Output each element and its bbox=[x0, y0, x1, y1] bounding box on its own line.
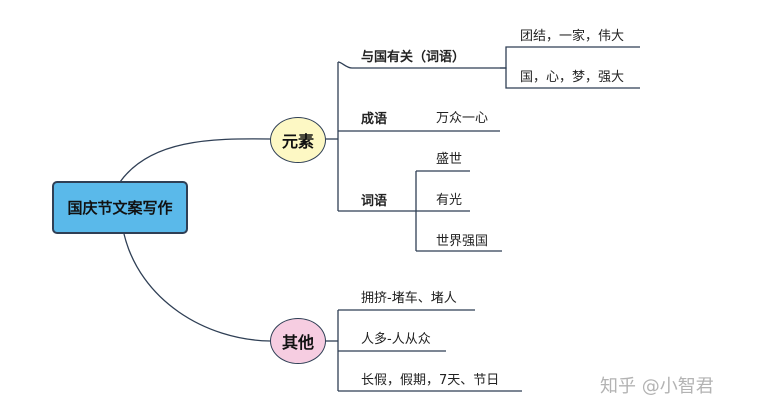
leaf-other-3: 长假，假期，7天、节日 bbox=[361, 373, 500, 388]
root-node: 国庆节文案写作 bbox=[52, 181, 188, 234]
branch-node-other: 其他 bbox=[270, 318, 326, 364]
leaf-words-3: 世界强国 bbox=[436, 234, 489, 249]
leaf-idiom-1: 万众一心 bbox=[436, 111, 489, 126]
leaf-related-2: 国，心，梦，强大 bbox=[520, 70, 625, 85]
leaf-words-1: 盛世 bbox=[436, 152, 463, 167]
leaf-other-1: 拥挤-堵车、堵人 bbox=[361, 291, 457, 306]
subnode-idiom-label: 成语 bbox=[361, 112, 388, 127]
leaf-related-1: 团结，一家，伟大 bbox=[520, 29, 625, 44]
watermark: 知乎 @小智君 bbox=[600, 376, 714, 397]
leaf-other-2: 人多-人从众 bbox=[361, 332, 431, 347]
leaf-words-2: 有光 bbox=[436, 193, 463, 208]
subnode-related-label: 与国有关（词语） bbox=[361, 50, 466, 65]
branch-node-elements: 元素 bbox=[270, 117, 326, 163]
edge-root-elements bbox=[119, 138, 271, 183]
subnode-words-label: 词语 bbox=[361, 194, 388, 209]
edge-root-other bbox=[123, 233, 271, 342]
